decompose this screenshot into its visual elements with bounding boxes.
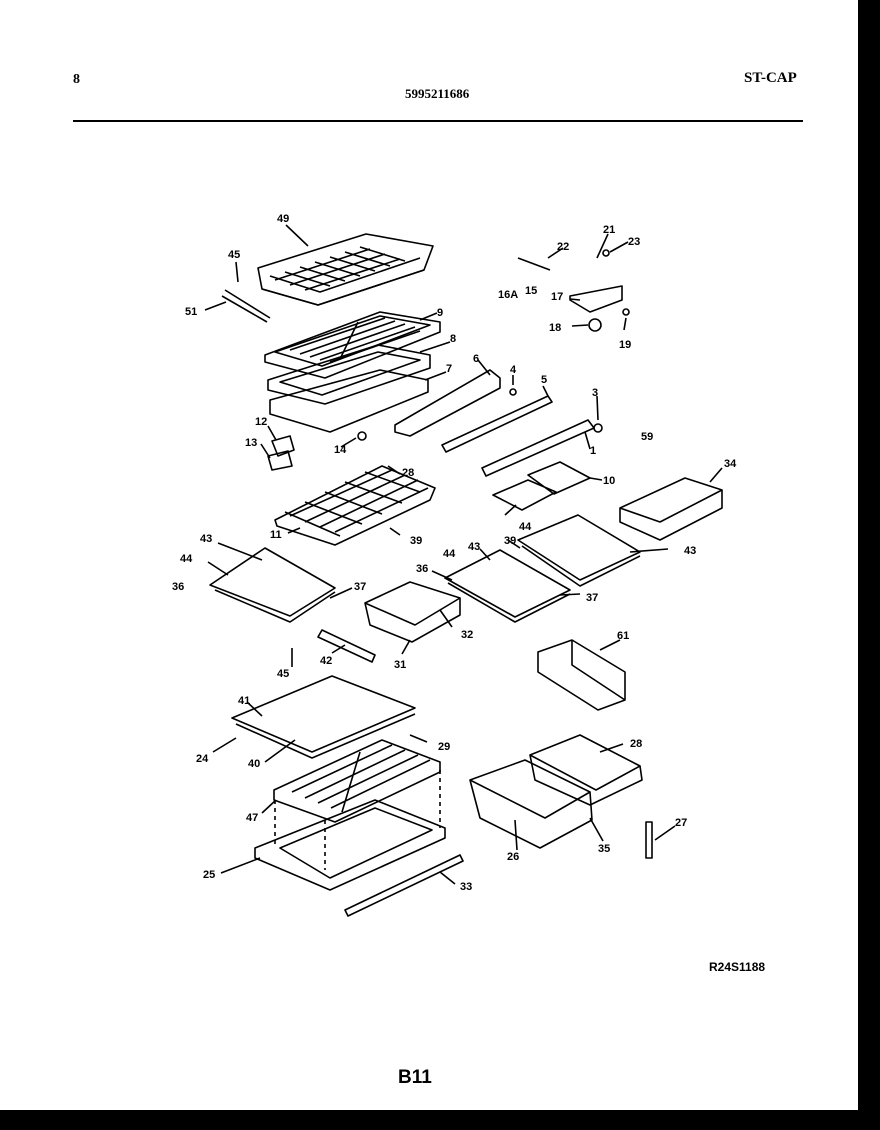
part-guide-lines (274, 770, 441, 870)
part-glass-shelf-large (231, 675, 416, 759)
part-rail-1 (481, 419, 595, 477)
callout: 15 (525, 285, 537, 297)
part-clip-27 (645, 821, 653, 859)
callout: 39 (410, 535, 422, 547)
callout: 45 (228, 249, 240, 261)
callout: 25 (203, 869, 215, 881)
callout: 23 (628, 236, 640, 248)
callout: 17 (551, 291, 563, 303)
part-frame (267, 344, 431, 405)
part-cover (264, 311, 441, 379)
callout: 37 (586, 592, 598, 604)
part-screw-23 (602, 249, 610, 257)
callout: 28 (630, 738, 642, 750)
callout: 42 (320, 655, 332, 667)
part-glass-shelf-left (209, 547, 336, 623)
callout: 33 (460, 881, 472, 893)
exploded-parts-diagram: 49 45 51 9 8 7 6 4 5 3 59 1 22 21 23 16A… (172, 213, 737, 917)
callout: 18 (549, 322, 561, 334)
part-screw-14 (357, 431, 367, 441)
callout: 9 (437, 307, 443, 319)
callout: 43 (200, 533, 212, 545)
part-rail-33 (344, 854, 464, 917)
callout: 1 (590, 445, 596, 457)
header-model-number: 5995211686 (405, 86, 470, 101)
callout: 11 (270, 529, 282, 541)
header-rule (73, 120, 803, 122)
callout: 31 (394, 659, 406, 671)
callout: 24 (196, 753, 209, 765)
part-pan (269, 369, 429, 433)
callout: 8 (450, 333, 456, 345)
callout: 44 (180, 553, 193, 565)
part-bracket (394, 369, 501, 437)
document-sheet: 8 5995211686 ST-CAP (0, 0, 858, 1110)
callout: 36 (416, 563, 428, 575)
callout: 27 (675, 817, 687, 829)
callout: 5 (541, 374, 547, 386)
part-screw-4 (509, 388, 517, 396)
part-bin-34 (619, 477, 723, 541)
callout: 49 (277, 213, 289, 225)
callout: 43 (468, 541, 480, 553)
part-ice-trays (492, 461, 591, 511)
callout: 45 (277, 668, 289, 680)
part-crisper-26 (469, 759, 593, 849)
callout: 28 (402, 467, 414, 479)
callout: 40 (248, 758, 260, 770)
callout: 21 (603, 224, 615, 236)
callout: 61 (617, 630, 629, 642)
callout: 39 (504, 535, 516, 547)
callout: 22 (557, 241, 569, 253)
callout: 41 (238, 695, 250, 707)
callout: 36 (172, 581, 184, 593)
part-glass-shelf-middle (444, 549, 571, 623)
callout: 35 (598, 843, 610, 855)
page-number: B11 (398, 1067, 432, 1088)
callout: 34 (724, 458, 737, 470)
callout: 3 (592, 387, 598, 399)
callout: 13 (245, 437, 257, 449)
part-rail-5 (441, 395, 553, 453)
callout: 16A (498, 289, 518, 301)
callout: 19 (619, 339, 631, 351)
part-wire-shelf (274, 465, 436, 546)
callout: 47 (246, 812, 258, 824)
part-screw-19 (622, 308, 630, 316)
callout: 44 (443, 548, 456, 560)
part-crisper-frame (254, 799, 446, 891)
callout: 51 (185, 306, 197, 318)
callout: 10 (603, 475, 615, 487)
callout: 32 (461, 629, 473, 641)
part-glass-shelf-right (517, 514, 641, 587)
callout: 4 (510, 364, 517, 376)
part-knob-18 (588, 318, 602, 332)
callout: 7 (446, 363, 452, 375)
part-screw-3 (593, 423, 603, 433)
part-basket (257, 233, 434, 306)
part-crisper-28 (529, 734, 643, 806)
header-page-index: 8 (73, 72, 80, 87)
part-blocks (267, 435, 295, 471)
callout: 6 (473, 353, 479, 365)
part-holder-61 (537, 639, 626, 711)
callout: 59 (641, 431, 653, 443)
part-drawer-small (364, 581, 461, 643)
callout: 14 (334, 444, 347, 456)
part-bar-51 (221, 289, 271, 323)
callout: 44 (519, 521, 532, 533)
figure-reference-code: R24S1188 (709, 960, 766, 974)
callout: 29 (438, 741, 450, 753)
header-section-code: ST-CAP (744, 70, 797, 86)
callout: 43 (684, 545, 696, 557)
callout: 12 (255, 416, 267, 428)
part-bar-42 (317, 629, 376, 663)
callout: 37 (354, 581, 366, 593)
callout: 26 (507, 851, 519, 863)
